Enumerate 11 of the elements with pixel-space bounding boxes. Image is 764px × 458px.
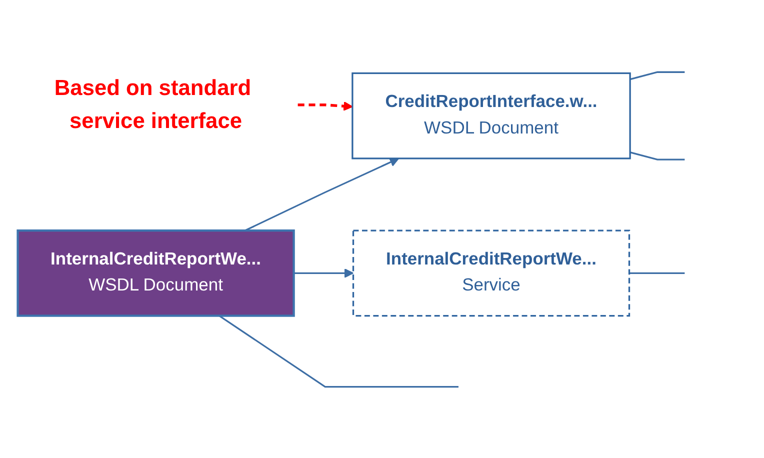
arrow xyxy=(298,100,353,110)
node-text: Based on standard service interface xyxy=(54,76,252,133)
connector xyxy=(630,70,685,80)
arrow xyxy=(294,268,354,278)
node-box: InternalCreditReportWe... WSDL Document xyxy=(16,229,295,316)
node-box: InternalCreditReportWe... Service xyxy=(352,229,630,316)
node-box: CreditReportInterface.w... WSDL Document xyxy=(352,72,631,159)
connector xyxy=(630,151,685,160)
arrow xyxy=(244,157,400,231)
connector xyxy=(218,314,458,388)
connector xyxy=(629,272,685,274)
